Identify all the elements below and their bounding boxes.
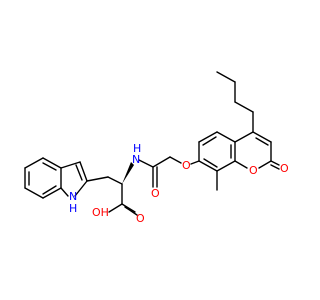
bond: [216, 71, 236, 83]
amide-hydrogen-label: H: [133, 142, 141, 155]
bond: [121, 203, 136, 213]
bond: [24, 187, 44, 199]
bond: [216, 131, 236, 143]
structure-diagram: N H H N OH O O O O O: [24, 71, 289, 225]
bond: [152, 156, 171, 168]
bond: [42, 187, 62, 199]
bond: [108, 203, 123, 213]
ether-oxygen-label: O: [182, 159, 191, 172]
indole-pyrrole-ring: [60, 161, 88, 197]
bond: [169, 156, 182, 164]
indole-nitrogen-label: N: [69, 190, 77, 203]
bond: [234, 131, 254, 143]
bond: [252, 131, 272, 143]
bond: [216, 160, 236, 172]
bond: [234, 101, 254, 113]
double-bond-outer: [270, 164, 280, 170]
bond: [190, 160, 200, 165]
double-bond-inner: [75, 164, 83, 181]
bond: [60, 161, 81, 169]
bond: [198, 131, 218, 143]
amide-carbonyl-oxygen-label: O: [151, 187, 160, 200]
amino-acid-backbone: [86, 162, 138, 216]
bond: [234, 160, 248, 169]
bond: [60, 187, 69, 197]
acid-carbonyl-oxygen-label: O: [136, 212, 145, 225]
indole-benzene-ring: [24, 157, 62, 199]
indole-hydrogen-label: H: [69, 202, 77, 215]
bond: [86, 176, 109, 182]
bond: [79, 161, 88, 182]
acid-hydroxyl-label: OH: [92, 206, 109, 219]
ring-oxygen-label: O: [249, 164, 258, 177]
amide-nitrogen-label: N: [132, 153, 140, 166]
coumarin-pyrone-ring: [234, 131, 280, 170]
double-bond-outer: [124, 206, 138, 216]
double-bond-inner: [202, 136, 217, 146]
bond: [42, 157, 62, 169]
coumarin-benzene-ring: [198, 131, 236, 191]
bond: [24, 157, 44, 169]
double-bond-inner: [255, 137, 269, 146]
bond: [270, 160, 280, 166]
double-bond-inner: [42, 185, 57, 195]
bond: [258, 160, 272, 169]
bond: [198, 160, 218, 172]
double-bond-inner: [42, 162, 57, 171]
bond: [107, 176, 123, 185]
lactone-oxygen-label: O: [280, 162, 289, 175]
atom-labels: N H H N OH O O O O O: [69, 142, 289, 225]
amide-linker: [138, 156, 200, 188]
bond: [74, 180, 88, 197]
double-bond-inner: [203, 158, 218, 168]
butyl-chain: [216, 71, 254, 133]
stereo-wedge: [122, 162, 134, 184]
bond: [138, 159, 154, 168]
molecule-canvas: N H H N OH O O O O O: [24, 71, 289, 225]
